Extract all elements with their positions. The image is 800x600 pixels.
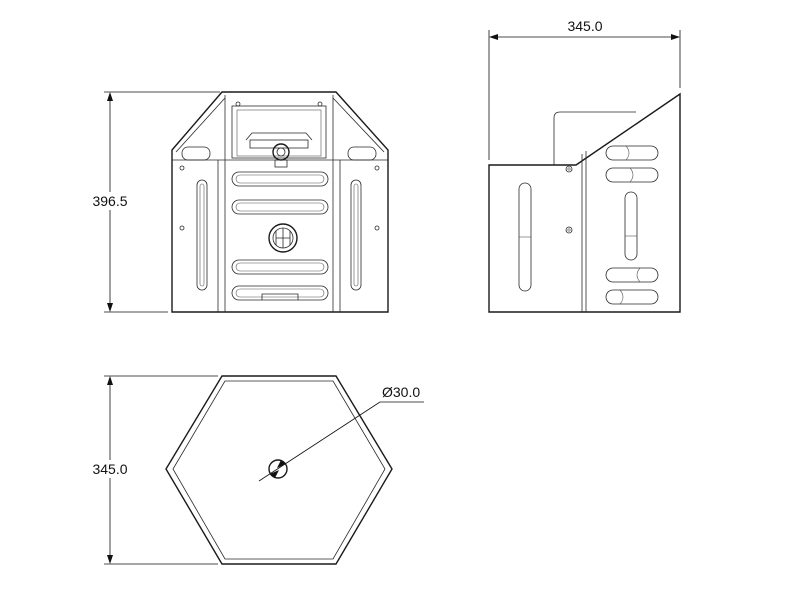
logo-emblem <box>268 223 298 253</box>
center-hole <box>268 459 288 479</box>
side-width-dimension: 345.0 <box>488 18 681 160</box>
front-height-dimension: 396.5 <box>88 91 220 313</box>
side-view <box>488 92 681 313</box>
dimension-label-top-height: 345.0 <box>92 461 127 477</box>
dimension-label-side-width: 345.0 <box>567 18 602 34</box>
dimension-label-diameter: Ø30.0 <box>382 384 420 400</box>
diameter-leader: Ø30.0 <box>258 384 424 482</box>
top-view <box>165 375 393 565</box>
top-height-dimension: 345.0 <box>88 375 218 565</box>
front-view <box>171 91 389 313</box>
dimension-label-height: 396.5 <box>92 193 127 209</box>
